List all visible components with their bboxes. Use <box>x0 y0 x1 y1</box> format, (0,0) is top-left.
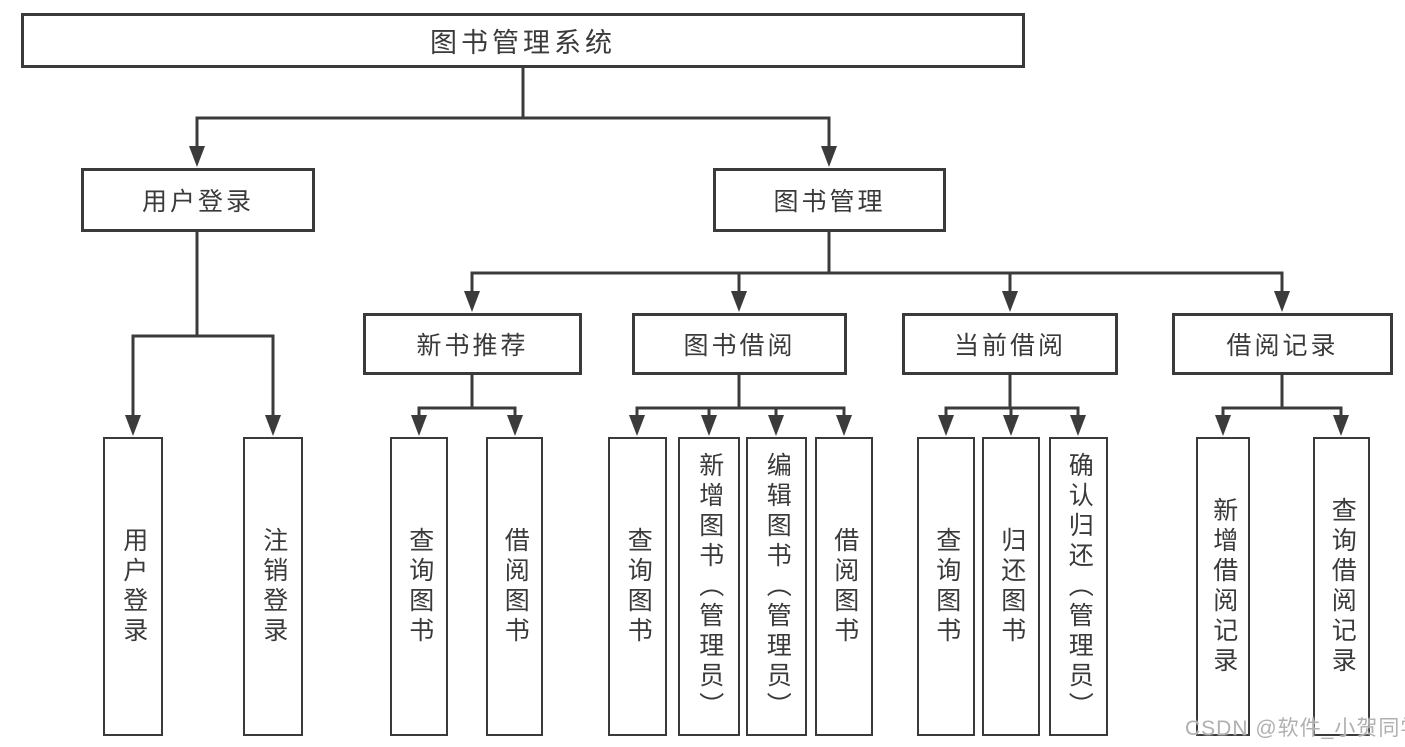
section-node-new-book-recommend: 新书推荐 <box>363 313 582 375</box>
section-node-current-borrowing: 当前借阅 <box>902 313 1118 375</box>
leaf-node-label: 借阅图书 <box>501 526 530 647</box>
branch-node-label: 用户登录 <box>141 188 254 216</box>
arrowheads <box>125 146 1349 436</box>
leaf-node-label: 编辑图书（管理员） <box>763 451 792 722</box>
leaf-node-logout: 注销登录 <box>243 437 303 736</box>
leaf-node-borrow-books-recommend: 借阅图书 <box>486 437 543 736</box>
leaf-node-query-books-current: 查询图书 <box>917 437 975 736</box>
leaf-node-label: 注销登录 <box>259 526 288 647</box>
branch-node-user-login: 用户登录 <box>81 168 315 232</box>
leaf-node-query-books-recommend: 查询图书 <box>390 437 448 736</box>
leaf-node-label: 确认归还（管理员） <box>1065 451 1094 722</box>
branch-node-book-management: 图书管理 <box>713 168 946 232</box>
leaf-node-label: 新增借阅记录 <box>1209 496 1238 677</box>
leaf-node-borrow-books-borrowing: 借阅图书 <box>815 437 873 736</box>
section-node-borrowing-records: 借阅记录 <box>1172 313 1393 375</box>
leaf-node-add-borrow-record: 新增借阅记录 <box>1196 437 1250 736</box>
section-node-label: 当前借阅 <box>953 332 1066 360</box>
leaf-node-label: 查询图书 <box>932 526 961 647</box>
section-node-label: 图书借阅 <box>683 332 796 360</box>
leaf-node-label: 新增图书（管理员） <box>695 451 724 722</box>
leaf-node-query-borrow-record: 查询借阅记录 <box>1313 437 1370 736</box>
leaf-node-confirm-return-admin: 确认归还（管理员） <box>1049 437 1108 736</box>
section-node-label: 新书推荐 <box>416 332 529 360</box>
leaf-node-label: 查询图书 <box>624 526 653 647</box>
section-node-book-borrowing: 图书借阅 <box>632 313 847 375</box>
leaf-node-label: 用户登录 <box>119 526 148 647</box>
leaf-node-edit-books-admin: 编辑图书（管理员） <box>746 437 807 736</box>
leaf-node-add-books-admin: 新增图书（管理员） <box>678 437 740 736</box>
csdn-watermark: CSDN @软件_小贺同学 <box>1185 717 1405 740</box>
leaf-node-label: 归还图书 <box>997 526 1026 647</box>
root-node-label: 图书管理系统 <box>430 28 616 58</box>
branch-node-label: 图书管理 <box>773 188 886 216</box>
root-node-library-system: 图书管理系统 <box>21 13 1025 68</box>
leaf-node-user-login: 用户登录 <box>103 437 163 736</box>
leaf-node-label: 查询图书 <box>405 526 434 647</box>
leaf-node-query-books-borrowing: 查询图书 <box>608 437 667 736</box>
section-node-label: 借阅记录 <box>1226 332 1339 360</box>
leaf-node-label: 查询借阅记录 <box>1328 496 1357 677</box>
leaf-node-return-books: 归还图书 <box>982 437 1040 736</box>
leaf-node-label: 借阅图书 <box>830 526 859 647</box>
